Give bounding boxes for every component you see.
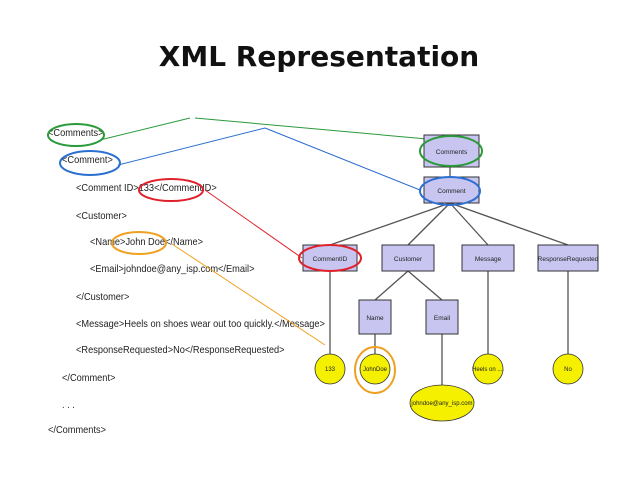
leaf-message-value-label: Heels on .... <box>472 367 504 373</box>
highlight-comments-xml <box>47 123 105 147</box>
xml-line-comments-open: <Comments> <box>48 127 104 139</box>
leaf-email-value-label: johndoe@any_isp.com <box>410 401 472 407</box>
xml-line-ellipsis: . . . <box>62 399 75 411</box>
highlight-comments-node <box>419 135 483 167</box>
xml-line-comment-id: <Comment ID>133</CommentID> <box>76 182 217 194</box>
node-customer-label: Customer <box>394 256 423 263</box>
xml-line-response-requested: <ResponseRequested>No</ResponseRequested… <box>76 344 285 356</box>
node-comment-id <box>302 244 358 272</box>
node-message <box>461 244 515 272</box>
highlight-comment-id-xml <box>138 178 204 202</box>
xml-line-customer-open: <Customer> <box>76 210 127 222</box>
connector-line-green <box>99 117 191 141</box>
xml-line-name: <Name>John Doe</Name> <box>90 236 204 248</box>
connector-line-orange <box>171 243 326 346</box>
node-message-label: Message <box>475 256 502 263</box>
leaf-message-value <box>472 353 504 385</box>
leaf-name-value-label: JohnDoe <box>363 367 388 373</box>
leaf-id-value <box>314 353 346 385</box>
connector-line-blue-to-comment <box>264 127 421 191</box>
xml-line-email: <Email>johndoe@any_isp.com</Email> <box>90 263 255 275</box>
tree-edges <box>329 167 569 385</box>
xml-line-customer-close: </Customer> <box>76 291 130 303</box>
leaf-id-value-label: 133 <box>325 367 336 373</box>
node-response-requested-label: ResponseRequested <box>538 256 599 263</box>
xml-code-panel: <Comments> <Comment> <Comment ID>133</Co… <box>46 124 325 454</box>
node-customer <box>381 244 435 272</box>
xml-line-comment-open: <Comment> <box>62 154 113 166</box>
node-response-requested <box>537 244 599 272</box>
highlight-name-xml <box>111 231 167 255</box>
highlight-name-value <box>354 346 396 394</box>
node-comment-label: Comment <box>437 188 465 195</box>
leaf-email-value <box>409 384 475 422</box>
connector-line-green-top <box>194 117 439 141</box>
highlight-comment-id-node <box>298 244 362 272</box>
node-email <box>425 299 459 335</box>
xml-line-comments-close: </Comments> <box>48 424 107 436</box>
node-name <box>358 299 392 335</box>
node-email-label: Email <box>434 315 451 322</box>
connector-line-blue <box>117 127 266 166</box>
node-comments-label: Comments <box>436 149 468 156</box>
xml-line-comment-close: </Comment> <box>62 372 116 384</box>
highlight-comment-node <box>419 176 481 206</box>
node-comment-id-label: CommentID <box>313 256 348 263</box>
leaf-response-value <box>552 353 584 385</box>
highlight-comment-xml <box>59 150 121 176</box>
xml-line-message: <Message>Heels on shoes wear out too qui… <box>76 318 325 330</box>
leaf-response-value-label: No <box>564 367 572 373</box>
node-name-label: Name <box>366 315 384 322</box>
node-comments <box>423 134 480 168</box>
slide-title: XML Representation <box>158 40 480 73</box>
leaf-name-value <box>359 353 391 385</box>
connector-line-red <box>204 189 303 259</box>
